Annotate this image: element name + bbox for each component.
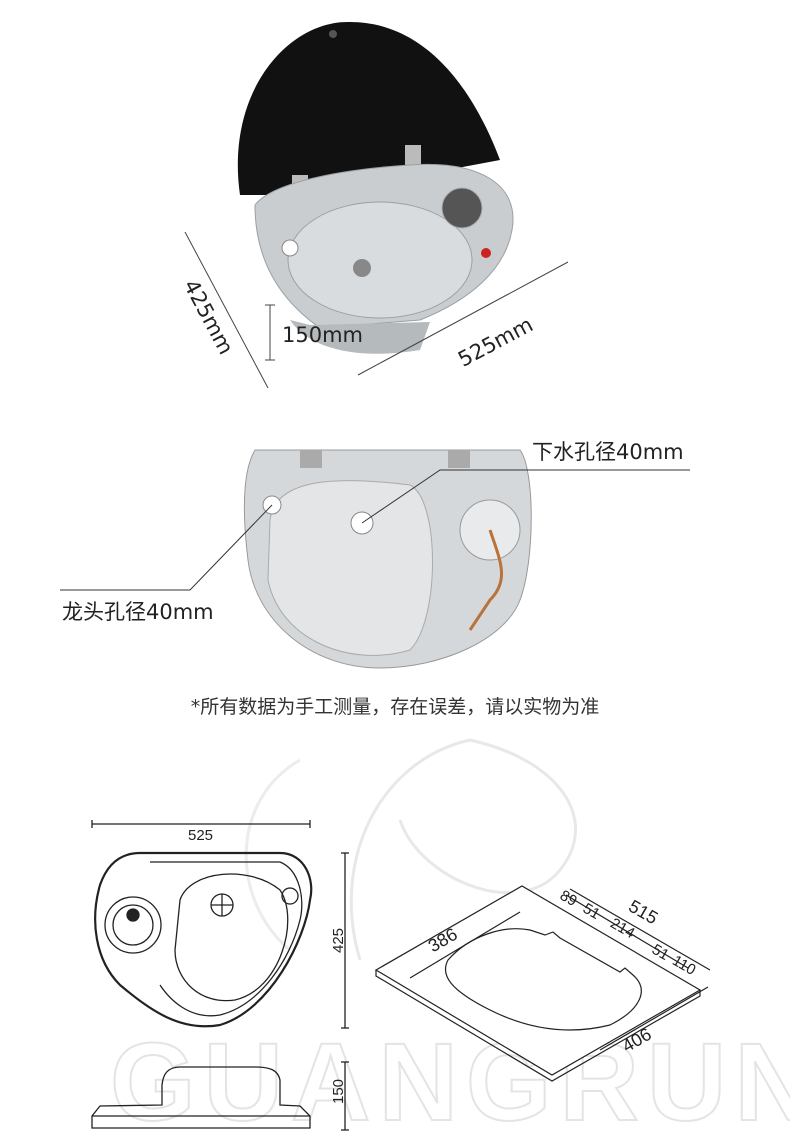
hinge (448, 450, 470, 468)
faucet-hole-label: 龙头孔径40mm (62, 600, 214, 624)
top-view-width-dim: 525 (188, 827, 214, 844)
side-view-height-dim: 150 (330, 1078, 348, 1105)
svg-text:GUANGRUN: GUANGRUN (110, 1021, 790, 1140)
drain-leader-line (361, 469, 690, 524)
gas-burner (441, 187, 483, 229)
gas-pipe (468, 529, 504, 631)
width-dim-line (357, 261, 569, 376)
top-view-depth-dim: 425 (330, 927, 348, 954)
drain (353, 259, 371, 277)
disclaimer-note: *所有数据为手工测量，存在误差，请以实物为准 (190, 696, 600, 718)
sink-photo-lid-open (184, 21, 569, 389)
hinge (300, 450, 322, 468)
faucet-leader-line (60, 504, 273, 591)
ignition-knob (481, 248, 491, 258)
glass-lid (237, 21, 500, 195)
sink-photo-top-view (60, 449, 690, 669)
drain-hole-label: 下水孔径40mm (532, 440, 684, 464)
height-label: 150mm (282, 323, 363, 347)
depth-dim-line (184, 231, 269, 389)
